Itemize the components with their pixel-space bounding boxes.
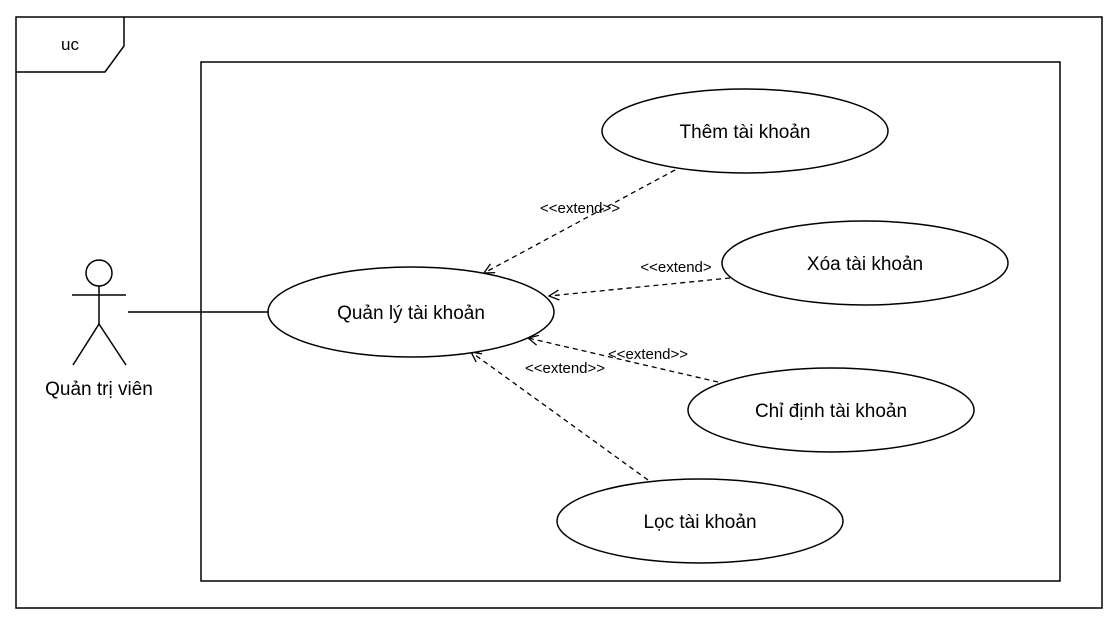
use-case-assign[interactable]: Chỉ định tài khoản — [687, 367, 975, 453]
use-case-add-shape — [601, 88, 889, 174]
extend-label-add: <<extend>> — [540, 200, 620, 217]
use-case-main-shape — [267, 266, 555, 358]
extend-label-filter: <<extend>> — [525, 360, 605, 377]
use-case-assign-shape — [687, 367, 975, 453]
actor-right-leg — [98, 323, 127, 366]
use-case-main[interactable]: Quản lý tài khoản — [267, 266, 555, 358]
actor-name: Quản trị viên — [45, 379, 153, 400]
actor-left-leg — [72, 323, 100, 366]
extend-label-delete: <<extend> — [640, 259, 712, 276]
extend-label-assign: <<extend>> — [608, 346, 688, 363]
use-case-delete-shape — [721, 220, 1009, 306]
use-case-main-label: Quản lý tài khoản — [337, 303, 485, 324]
use-case-add[interactable]: Thêm tài khoản — [601, 88, 889, 174]
frame-label: uc — [61, 35, 79, 54]
extend-arrow-assign — [528, 338, 719, 383]
extend-arrow-filter — [471, 352, 649, 481]
use-case-assign-label: Chỉ định tài khoản — [755, 401, 907, 422]
actor-head — [85, 259, 113, 287]
use-case-filter-label: Lọc tài khoản — [643, 512, 756, 533]
use-case-delete-label: Xóa tài khoản — [807, 254, 923, 275]
use-case-filter[interactable]: Lọc tài khoản — [556, 478, 844, 564]
extend-arrow-delete — [549, 277, 731, 296]
extend-relationships — [471, 169, 731, 481]
use-case-delete[interactable]: Xóa tài khoản — [721, 220, 1009, 306]
extend-labels: <<extend>> <<extend> <<extend>> <<extend… — [525, 200, 712, 377]
use-case-add-label: Thêm tài khoản — [680, 122, 811, 143]
use-case-filter-shape — [556, 478, 844, 564]
extend-arrow-add — [484, 169, 676, 273]
actor[interactable]: Quản trị viên — [45, 259, 153, 400]
frame-label-tab — [16, 17, 125, 73]
